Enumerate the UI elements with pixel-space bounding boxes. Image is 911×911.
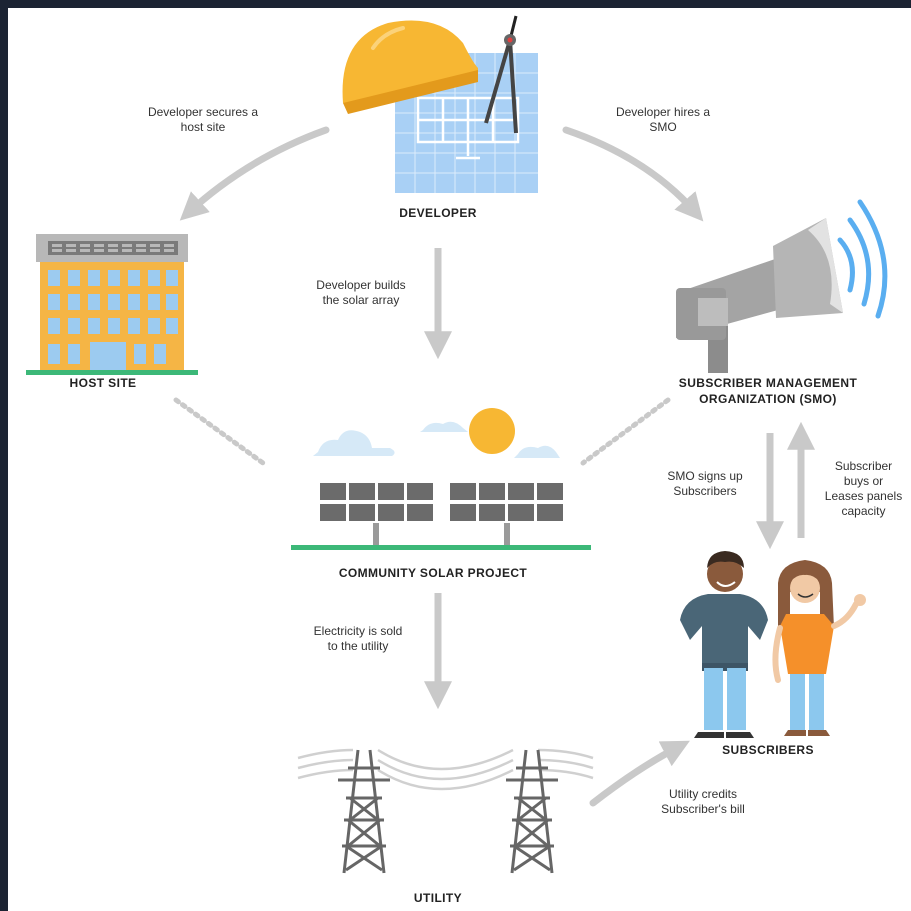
sun-cloud-icon bbox=[313, 408, 560, 458]
compass-icon bbox=[484, 15, 518, 134]
megaphone-icon bbox=[676, 218, 843, 373]
hard-hat-icon bbox=[342, 20, 478, 114]
edge-label-sold-utility: Electricity is sold to the utility bbox=[313, 624, 403, 653]
solar-panel-icon bbox=[291, 483, 591, 550]
smo-label: SUBSCRIBER MANAGEMENT ORGANIZATION (SMO) bbox=[678, 376, 858, 406]
dotted-connector-host bbox=[173, 397, 266, 466]
subscribers-icon bbox=[680, 551, 866, 738]
arrow-developer-to-host bbox=[179, 126, 330, 221]
utility-label: UTILITY bbox=[413, 891, 463, 905]
diagram-canvas: DEVELOPER HOST SITE SUBSCRIBER MANAGEMEN… bbox=[8, 8, 911, 911]
edge-label-credits-bill: Utility credits Subscriber's bill bbox=[661, 787, 745, 816]
developer-label: DEVELOPER bbox=[399, 206, 477, 220]
edge-label-hires-smo: Developer hires a SMO bbox=[615, 105, 711, 134]
building-icon bbox=[26, 234, 198, 375]
sound-waves-icon bbox=[837, 199, 888, 319]
developer-icon bbox=[342, 15, 538, 193]
subscribers-label: SUBSCRIBERS bbox=[722, 743, 814, 757]
dotted-connector-smo bbox=[580, 397, 671, 466]
power-lines-icon bbox=[297, 748, 594, 791]
edge-label-buys-leases: Subscriber buys or Leases panels capacit… bbox=[824, 459, 903, 518]
diagram-graphics bbox=[26, 15, 888, 874]
edge-label-secures-host: Developer secures a host site bbox=[147, 105, 259, 134]
edge-label-builds-array: Developer builds the solar array bbox=[316, 278, 406, 307]
arrow-utility-to-subscribers bbox=[589, 740, 690, 807]
transmission-tower-icon bbox=[338, 749, 558, 874]
host-site-label: HOST SITE bbox=[69, 376, 137, 390]
community-solar-project-label: COMMUNITY SOLAR PROJECT bbox=[338, 566, 528, 580]
arrow-developer-to-smo bbox=[562, 126, 704, 222]
edge-label-signs-up: SMO signs up Subscribers bbox=[667, 469, 743, 498]
